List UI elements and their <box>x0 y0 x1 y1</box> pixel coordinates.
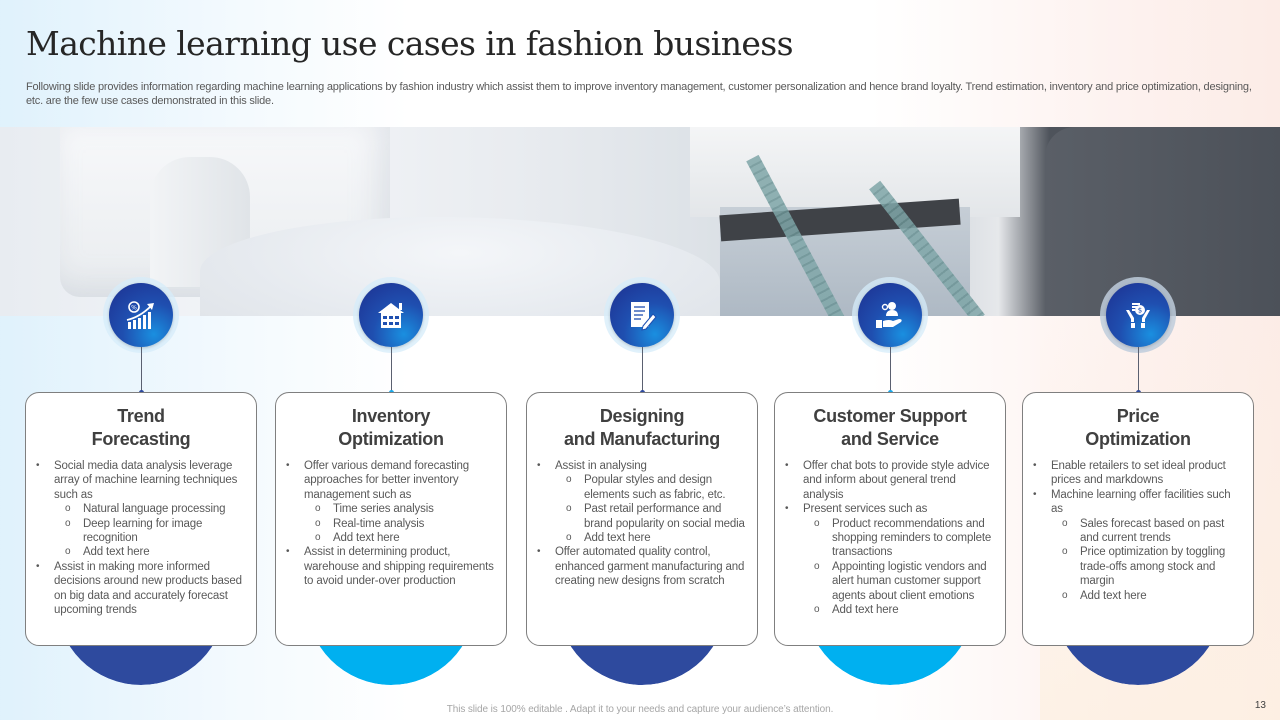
bullet-item: Offer automated quality control, enhance… <box>537 545 747 588</box>
sub-bullet-item: Real-time analysis <box>286 517 496 532</box>
connector-line <box>391 347 392 393</box>
card-bullet-list: Offer chat bots to provide style advice … <box>785 459 995 618</box>
use-case-column-customer-support: Customer Support and Service Offer chat … <box>774 0 1006 720</box>
card-bullet-list: Enable retailers to set ideal product pr… <box>1033 459 1243 603</box>
sub-bullet-item: Natural language processing <box>36 502 246 517</box>
sub-bullet-item: Product recommendations and shopping rem… <box>785 517 995 560</box>
dark-background-shape <box>1045 127 1280 316</box>
bullet-item: Present services such as <box>785 502 995 517</box>
bullet-item: Assist in analysing <box>537 459 747 474</box>
use-case-card: Customer Support and Service Offer chat … <box>774 392 1006 646</box>
shirt-shape <box>690 127 1020 217</box>
bullet-item: Assist in making more informed decisions… <box>36 560 246 618</box>
sub-bullet-item: Sales forecast based on past and current… <box>1033 517 1243 546</box>
use-case-card: Inventory Optimization Offer various dem… <box>275 392 507 646</box>
card-title: Customer Support and Service <box>813 406 967 449</box>
banner-photo <box>0 127 1280 316</box>
sub-bullet-item: Popular styles and design elements such … <box>537 473 747 502</box>
card-bullet-list: Assist in analysing Popular styles and d… <box>537 459 747 589</box>
sub-bullet-item: Appointing logistic vendors and alert hu… <box>785 560 995 603</box>
sub-bullet-item: Add text here <box>1033 589 1243 604</box>
connector-line <box>642 347 643 393</box>
use-case-column-inventory-optimization: Inventory Optimization Offer various dem… <box>275 0 507 720</box>
svg-text:%: % <box>131 305 137 312</box>
page-number: 13 <box>1254 700 1266 711</box>
bullet-item: Machine learning offer facilities such a… <box>1033 488 1243 517</box>
card-bullet-list: Social media data analysis leverage arra… <box>36 459 246 617</box>
use-case-card: Price Optimization Enable retailers to s… <box>1022 392 1254 646</box>
use-case-column-trend-forecasting: % Trend Forecasting Social media data an… <box>25 0 257 720</box>
connector-line <box>890 347 891 393</box>
use-case-card: Trend Forecasting Social media data anal… <box>25 392 257 646</box>
sub-bullet-item: Deep learning for image recognition <box>36 517 246 546</box>
sub-bullet-item: Add text here <box>785 603 995 618</box>
bullet-item: Enable retailers to set ideal product pr… <box>1033 459 1243 488</box>
bullet-item: Social media data analysis leverage arra… <box>36 459 246 502</box>
card-title: Trend Forecasting <box>91 406 191 449</box>
growth-chart-icon: % <box>109 283 173 347</box>
svg-text:$: $ <box>1138 307 1142 315</box>
use-case-column-designing-manufacturing: Designing and Manufacturing Assist in an… <box>526 0 758 720</box>
hands-holding-money-icon: $ <box>1106 283 1170 347</box>
card-bullet-list: Offer various demand forecasting approac… <box>286 459 496 589</box>
sub-bullet-item: Time series analysis <box>286 502 496 517</box>
sub-bullet-item: Add text here <box>36 545 246 560</box>
document-pen-icon <box>610 283 674 347</box>
bullet-item: Offer various demand forecasting approac… <box>286 459 496 502</box>
use-case-card: Designing and Manufacturing Assist in an… <box>526 392 758 646</box>
sub-bullet-item: Add text here <box>537 531 747 546</box>
slide-subtitle: Following slide provides information reg… <box>26 81 1252 107</box>
connector-line <box>141 347 142 393</box>
slide-title: Machine learning use cases in fashion bu… <box>26 24 794 63</box>
bullet-item: Assist in determining product, warehouse… <box>286 545 496 588</box>
warehouse-building-icon <box>359 283 423 347</box>
customer-service-hand-icon <box>858 283 922 347</box>
card-title: Designing and Manufacturing <box>564 406 720 449</box>
use-case-column-price-optimization: $ Price Optimization Enable retailers to… <box>1022 0 1254 720</box>
bullet-item: Offer chat bots to provide style advice … <box>785 459 995 502</box>
card-title: Price Optimization <box>1085 406 1191 449</box>
slide-footer-note: This slide is 100% editable . Adapt it t… <box>446 704 834 715</box>
sub-bullet-item: Add text here <box>286 531 496 546</box>
connector-line <box>1138 347 1139 393</box>
sub-bullet-item: Past retail performance and brand popula… <box>537 502 747 531</box>
card-title: Inventory Optimization <box>338 406 444 449</box>
sub-bullet-item: Price optimization by toggling trade-off… <box>1033 545 1243 588</box>
